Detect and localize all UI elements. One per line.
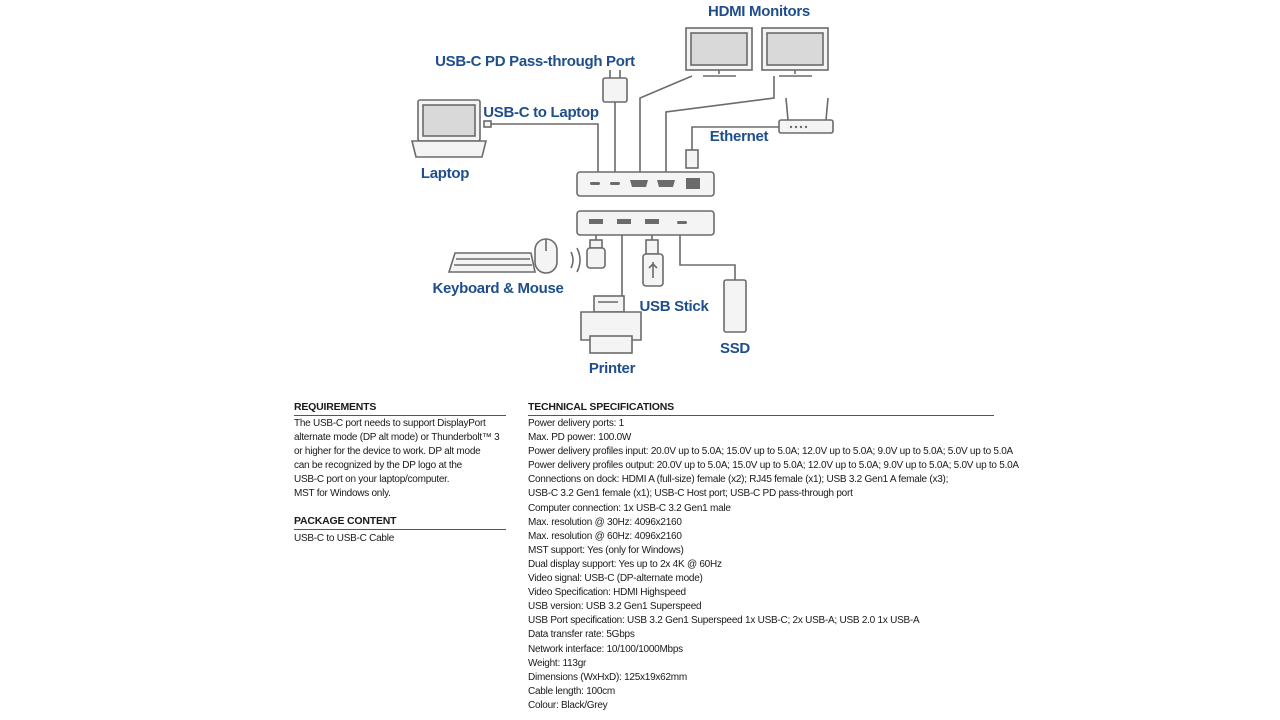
top-cables — [483, 75, 779, 172]
dock-front-icon — [576, 171, 715, 197]
bottom-cables — [595, 235, 736, 300]
package-content-text: USB-C to USB-C Cable — [294, 532, 394, 546]
label-keyboard-mouse: Keyboard & Mouse — [432, 280, 563, 297]
spec-line: Weight: 113gr — [528, 657, 587, 669]
requirements-line: alternate mode (DP alt mode) or Thunderb… — [294, 432, 500, 444]
requirements-heading: REQUIREMENTS — [294, 401, 506, 416]
spec-line: Power delivery ports: 1 — [528, 418, 624, 429]
laptop-icon — [410, 99, 488, 158]
spec-line: USB-C 3.2 Gen1 female (x1); USB-C Host p… — [528, 488, 853, 500]
hdmi-monitor-left-icon — [685, 27, 753, 77]
requirements-line: The USB-C port needs to support DisplayP… — [294, 418, 486, 429]
requirements-text: The USB-C port needs to support DisplayP… — [294, 417, 500, 502]
usb-dongle-icon — [586, 239, 606, 269]
wireless-waves-icon — [570, 247, 581, 273]
spec-line: Power delivery profiles output: 20.0V up… — [528, 460, 1019, 472]
dock-back-icon — [576, 210, 715, 236]
spec-line: Power delivery profiles input: 20.0V up … — [528, 446, 1013, 458]
spec-line: Max. resolution @ 60Hz: 4096x2160 — [528, 530, 682, 542]
label-ssd: SSD — [720, 340, 750, 357]
requirements-line: MST for Windows only. — [294, 488, 391, 500]
package-line: USB-C to USB-C Cable — [294, 533, 395, 544]
keyboard-icon — [447, 252, 536, 273]
spec-line: Computer connection: 1x USB-C 3.2 Gen1 m… — [528, 502, 731, 514]
requirements-line: can be recognized by the DP logo at the — [294, 460, 462, 472]
mouse-icon — [534, 238, 558, 274]
router-icon — [778, 97, 834, 134]
connection-diagram: HDMI Monitors USB-C PD Pass-through Port… — [410, 3, 834, 377]
spec-line: Colour: Black/Grey — [528, 699, 608, 711]
label-laptop: Laptop — [421, 165, 469, 182]
hdmi-monitor-right-icon — [761, 27, 829, 77]
spec-line: Dimensions (WxHxD): 125x19x62mm — [528, 671, 687, 683]
requirements-line: or higher for the device to work. DP alt… — [294, 446, 481, 458]
label-usbc-laptop: USB-C to Laptop — [483, 104, 599, 121]
spec-line: Video Specification: HDMI Highspeed — [528, 587, 686, 599]
label-ethernet: Ethernet — [710, 128, 769, 145]
spec-line: MST support: Yes (only for Windows) — [528, 544, 684, 556]
spec-line: USB Port specification: USB 3.2 Gen1 Sup… — [528, 615, 920, 627]
spec-line: Dual display support: Yes up to 2x 4K @ … — [528, 558, 722, 570]
power-plug-icon — [602, 70, 628, 120]
package-content-heading: PACKAGE CONTENT — [294, 515, 506, 530]
requirements-line: USB-C port on your laptop/computer. — [294, 474, 450, 486]
spec-line: Connections on dock: HDMI A (full-size) … — [528, 474, 949, 486]
spec-line: Data transfer rate: 5Gbps — [528, 629, 635, 641]
label-pd-port: USB-C PD Pass-through Port — [435, 53, 635, 70]
printer-icon — [580, 295, 642, 354]
spec-line: Max. resolution @ 30Hz: 4096x2160 — [528, 516, 682, 528]
label-usb-stick: USB Stick — [640, 298, 710, 315]
ssd-icon — [723, 279, 747, 333]
spec-line: Cable length: 100cm — [528, 685, 615, 697]
spec-line: Network interface: 10/100/1000Mbps — [528, 643, 683, 655]
usb-stick-icon — [642, 239, 664, 287]
tech-specs-heading: TECHNICAL SPECIFICATIONS — [528, 401, 994, 416]
tech-specs-list: Power delivery ports: 1 Max. PD power: 1… — [528, 417, 1019, 713]
spec-line: Video signal: USB-C (DP-alternate mode) — [528, 573, 703, 585]
label-printer: Printer — [589, 360, 636, 377]
label-hdmi-monitors: HDMI Monitors — [708, 3, 810, 20]
spec-line: Max. PD power: 100.0W — [528, 432, 632, 444]
spec-line: USB version: USB 3.2 Gen1 Superspeed — [528, 601, 702, 613]
